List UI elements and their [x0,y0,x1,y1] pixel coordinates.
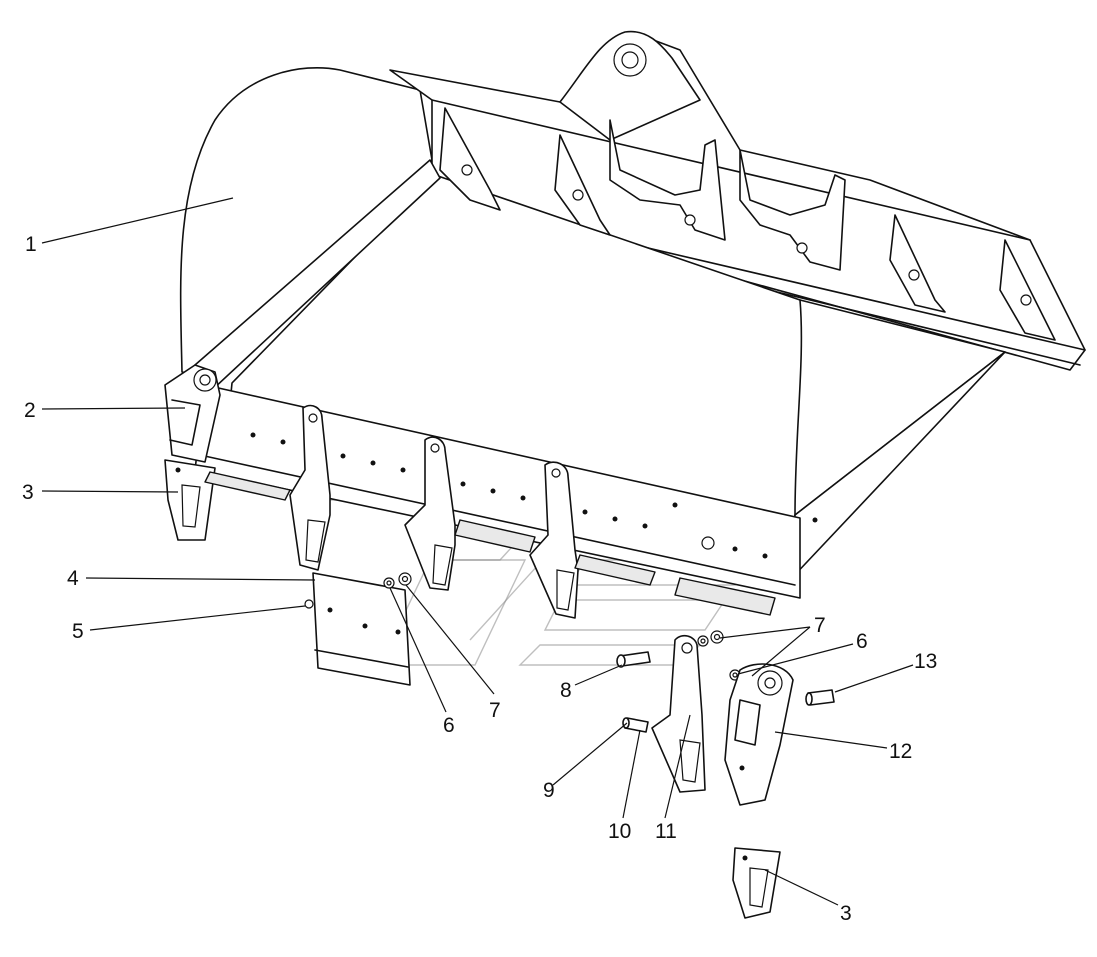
leader-lines [41,197,914,906]
callout-7-left: 7 [489,699,501,722]
wear-plate-holes [250,432,818,559]
bolt-13 [805,689,835,706]
pin-9-10 [622,717,649,733]
callout-6-right: 6 [856,630,868,653]
callout-10: 10 [608,820,631,843]
mounted-teeth [204,404,776,619]
side-cutter-bottom [732,847,781,919]
callout-9: 9 [543,779,555,802]
callout-labels: 1 2 3 4 5 6 7 7 6 13 8 12 9 10 11 3 [22,233,937,925]
back-ribs [439,107,1056,341]
callout-3-bottom: 3 [840,902,852,925]
callout-3-left: 3 [22,481,34,504]
callout-5: 5 [72,620,84,643]
callout-7-right: 7 [814,614,826,637]
corner-bracket [164,364,221,463]
adapter-11 [651,634,706,793]
callout-6-left: 6 [443,714,455,737]
callout-12: 12 [889,740,912,763]
pin-8 [616,651,651,668]
bolt-5 [304,599,314,609]
callout-13: 13 [914,650,937,673]
tooth-12 [724,663,794,806]
callout-1: 1 [25,233,37,256]
cutting-edge-segment [312,572,411,686]
callout-11: 11 [655,820,677,843]
side-cutter-left [164,459,216,541]
bucket-body [179,30,1086,599]
callout-8: 8 [560,679,572,702]
washer-nut-left [383,572,412,589]
callout-4: 4 [67,567,79,590]
callout-2: 2 [24,399,36,422]
